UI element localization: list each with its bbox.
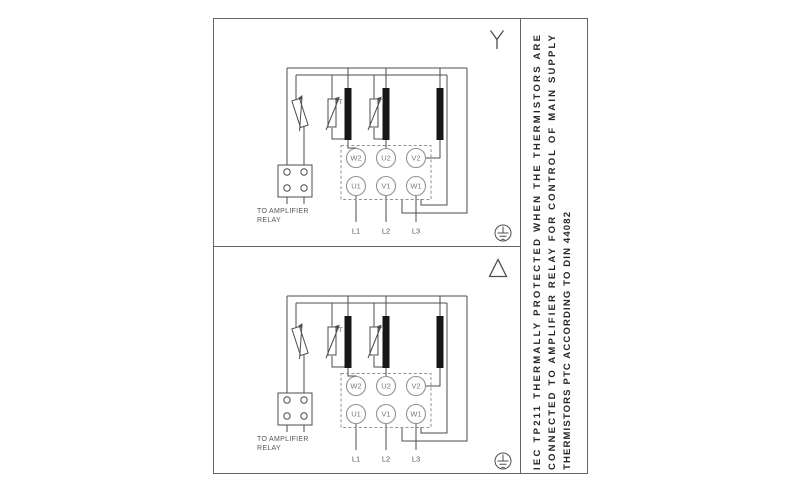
side-note-line-3: THERMISTORS PTC ACCORDING TO DIN 44082 <box>562 212 573 470</box>
delta-symbol-icon <box>488 258 508 278</box>
panel-divider-lines <box>213 18 521 474</box>
side-note-line-1: IEC TP211 THERMALLY PROTECTED WHEN THE T… <box>532 35 543 470</box>
panel-star-wiring <box>256 67 512 242</box>
star-symbol-icon <box>489 30 505 49</box>
panel-delta-wiring <box>256 295 512 470</box>
side-note-line-2: CONNECTED TO AMPLIFIER RELAY FOR CONTROL… <box>547 34 558 470</box>
